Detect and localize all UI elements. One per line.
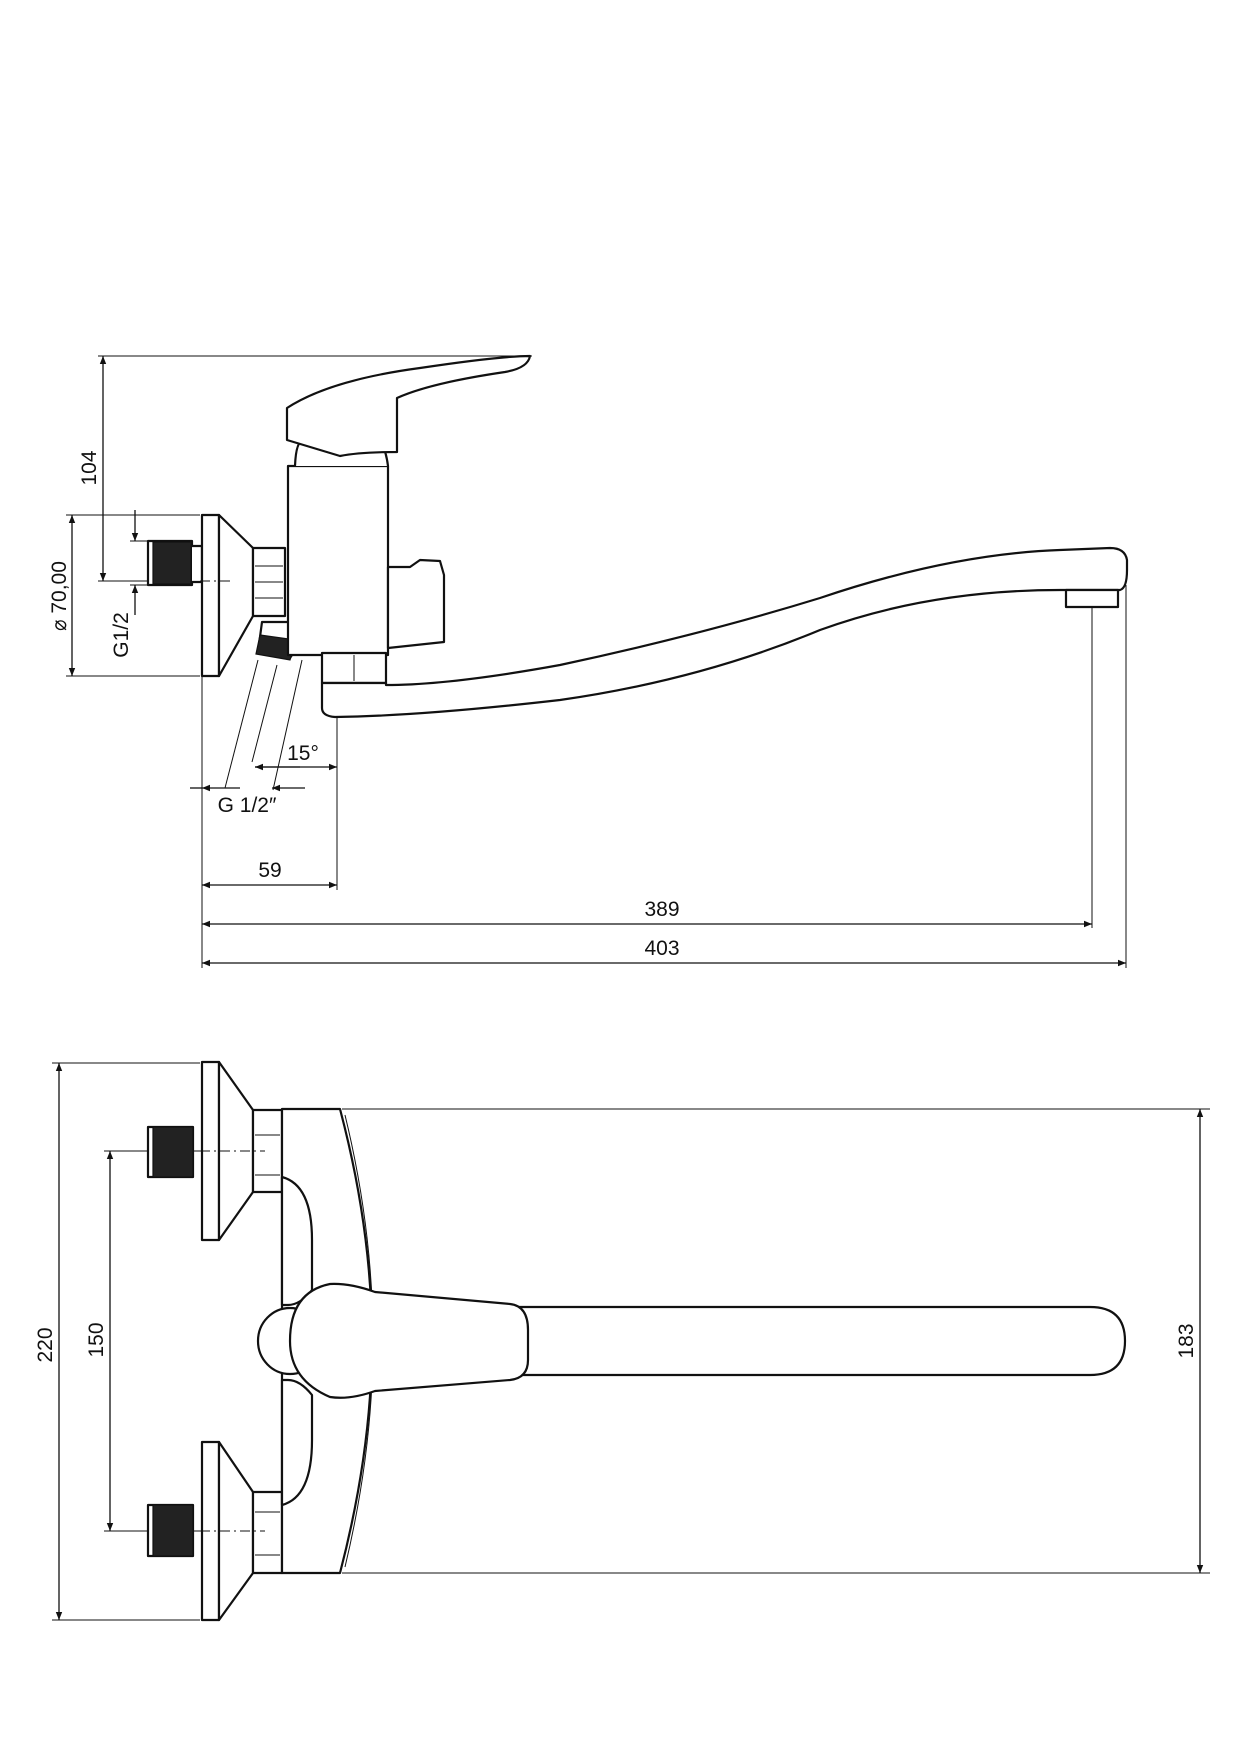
mixer-body (286, 464, 390, 657)
diverter (386, 558, 446, 650)
lever-handle (288, 1282, 530, 1399)
spout (348, 1305, 1127, 1377)
dim-thread-eccentric-label: G 1/2″ (218, 794, 277, 817)
dim-flange-diameter-label: ⌀ 70,00 (48, 561, 71, 631)
dim-angle-label: 15° (287, 742, 319, 765)
spout (320, 546, 1129, 719)
dim-thread-inlet-label: G1/2 (110, 612, 133, 658)
aerator (1064, 588, 1120, 609)
wall-flange (200, 513, 221, 678)
dim-body-height-label: 183 (1175, 1323, 1198, 1358)
side-view: 104 ⌀ 70,00 G1/2 (48, 354, 1129, 968)
dim-height-label: 104 (78, 450, 101, 485)
dim-inlet-spacing-label: 150 (85, 1322, 108, 1357)
dim-offset-label: 59 (258, 859, 281, 882)
dim-total-length-label: 403 (644, 937, 679, 960)
top-view: 220 150 183 (34, 1060, 1210, 1622)
nut (251, 1108, 284, 1194)
dim-total-height-label: 220 (34, 1327, 57, 1362)
dim-reach-label: 389 (644, 898, 679, 921)
lever-handle (285, 354, 532, 458)
eccentric-thread (255, 634, 297, 661)
nut (251, 1490, 284, 1575)
